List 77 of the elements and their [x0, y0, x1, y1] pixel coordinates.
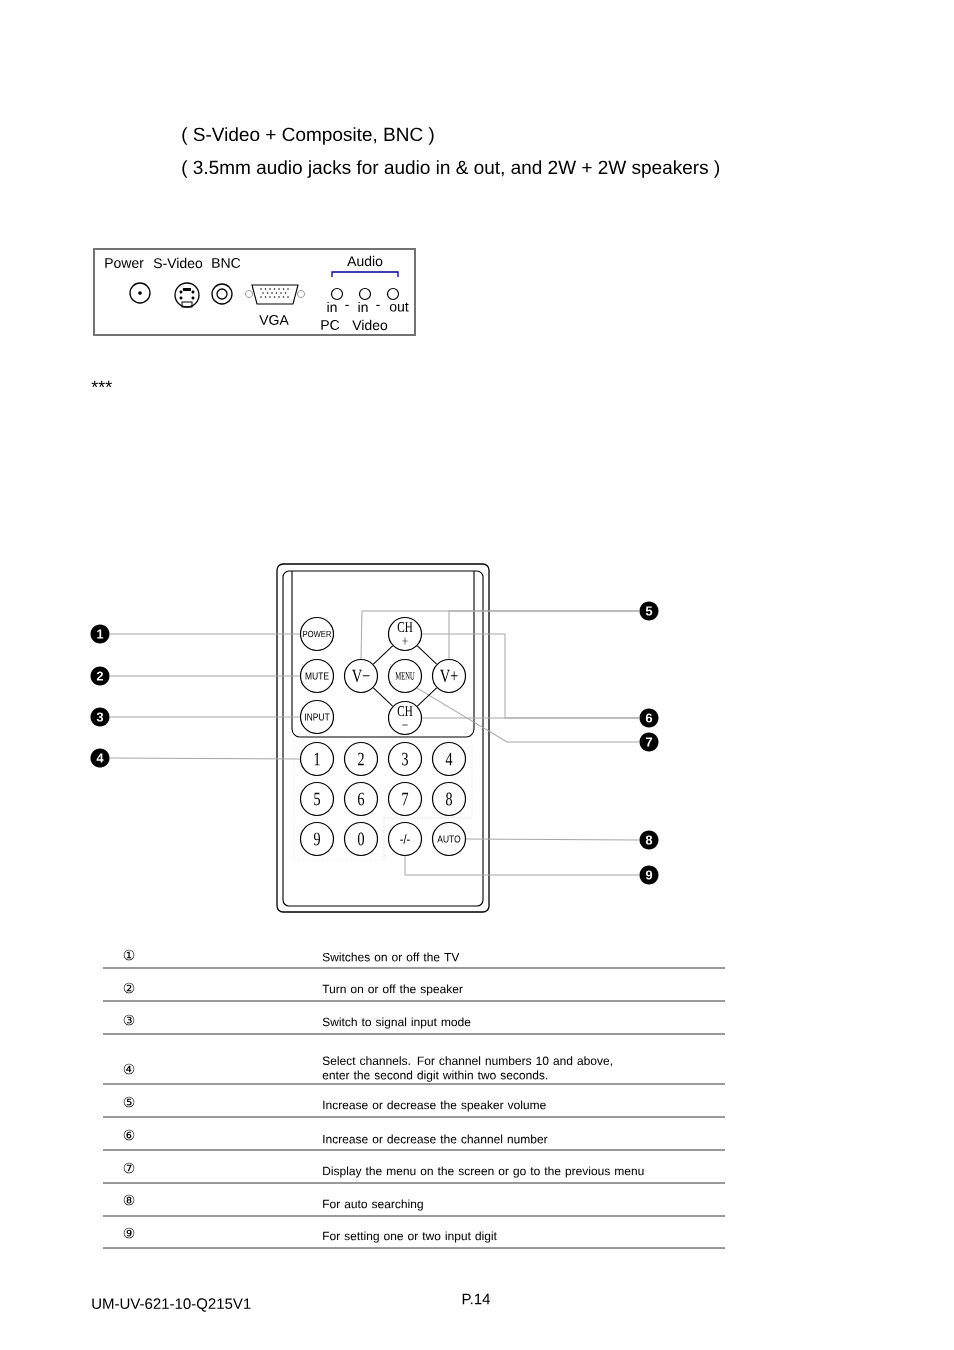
remote-button: INPUT: [299, 699, 335, 735]
remote-button: MUTE: [299, 658, 335, 694]
connecting-line: [372, 687, 394, 707]
callout-number: 5: [639, 601, 659, 621]
leader-line: [109, 716, 301, 718]
row-number: ⑦: [123, 1162, 135, 1174]
remote-button: MENU: [387, 658, 423, 694]
callout-number: 8: [639, 830, 659, 850]
remote-button: 1: [299, 741, 335, 777]
leader-line: [448, 610, 640, 660]
description: For auto searching: [323, 1199, 423, 1211]
remote-button: 4: [431, 741, 467, 777]
description: Select channels. For channel numbers 10 and above, enter the second digit within two seconds.: [322, 1056, 612, 1082]
remote-button: CH +: [387, 616, 423, 652]
port-label: -: [376, 304, 380, 306]
callout-number: 9: [639, 865, 659, 885]
leader-line: [109, 675, 301, 677]
port-label: -: [345, 304, 349, 306]
port-label: Audio: [347, 255, 383, 267]
port-label: VGA: [259, 315, 289, 325]
note: ( S-Video + Composite, BNC ): [182, 127, 434, 145]
remote-button: -/-: [387, 821, 423, 857]
leader-line: [109, 757, 301, 760]
port-label: Video: [352, 319, 388, 331]
leader-line: [404, 855, 640, 876]
remote-button: 5: [299, 781, 335, 817]
port-label: Power: [105, 258, 144, 268]
remote-button: 7: [387, 781, 423, 817]
remote-button: 3: [387, 741, 423, 777]
row-number: ⑤: [123, 1096, 135, 1108]
port-label: out: [389, 302, 409, 312]
remote-button: 6: [343, 781, 379, 817]
remote-button: 2: [343, 741, 379, 777]
port-label: in: [358, 301, 368, 313]
remote-button: 8: [431, 781, 467, 817]
description: For setting one or two input digit: [323, 1231, 497, 1243]
remote-button: POWER: [299, 616, 335, 652]
callout-number: 6: [639, 708, 659, 728]
port-label: PC: [321, 320, 340, 330]
remote-button: V+: [431, 658, 467, 694]
callout-number: 3: [90, 707, 110, 727]
port-label: in: [327, 301, 337, 313]
remote-button: AUTO: [431, 821, 467, 857]
description: Display the menu on the screen or go to the previous menu: [323, 1166, 644, 1178]
remote-button: 0: [343, 821, 379, 857]
document-code: UM-UV-621-10-Q215V1: [92, 1298, 251, 1312]
connecting-line: [416, 645, 438, 665]
row-number: ③: [123, 1014, 135, 1026]
port-label: S-Video: [153, 257, 203, 269]
row-number: ①: [123, 949, 135, 961]
connecting-line: [416, 687, 438, 707]
remote-button: V−: [343, 658, 379, 694]
row-number: ④: [123, 1063, 135, 1075]
description: Increase or decrease the channel number: [323, 1134, 548, 1144]
description: Increase or decrease the speaker volume: [323, 1100, 546, 1112]
row-number: ⑨: [123, 1227, 135, 1239]
description: Switches on or off the TV: [322, 952, 460, 962]
page-number: P.14: [462, 1293, 491, 1305]
remote-button: CH −: [387, 700, 423, 736]
leader-line: [109, 633, 301, 635]
description: Turn on or off the speaker: [322, 984, 463, 996]
callout-number: 1: [90, 624, 110, 644]
callout-number: 4: [90, 748, 110, 768]
leader-line: [421, 717, 640, 719]
leader-line: [465, 838, 640, 841]
row-number: ②: [123, 982, 135, 994]
row-number: ⑧: [123, 1194, 135, 1206]
connecting-line: [372, 645, 394, 665]
note: ***: [91, 380, 112, 388]
description: Switch to signal input mode: [322, 1017, 471, 1029]
leader-line: [416, 687, 640, 743]
callout-number: 7: [639, 732, 659, 752]
remote-button: 9: [299, 821, 335, 857]
callout-number: 2: [90, 666, 110, 686]
note: ( 3.5mm audio jacks for audio in & out, and 2W + 2W speakers ): [182, 160, 720, 178]
port-label: BNC: [212, 258, 241, 268]
row-number: ⑥: [123, 1129, 135, 1141]
